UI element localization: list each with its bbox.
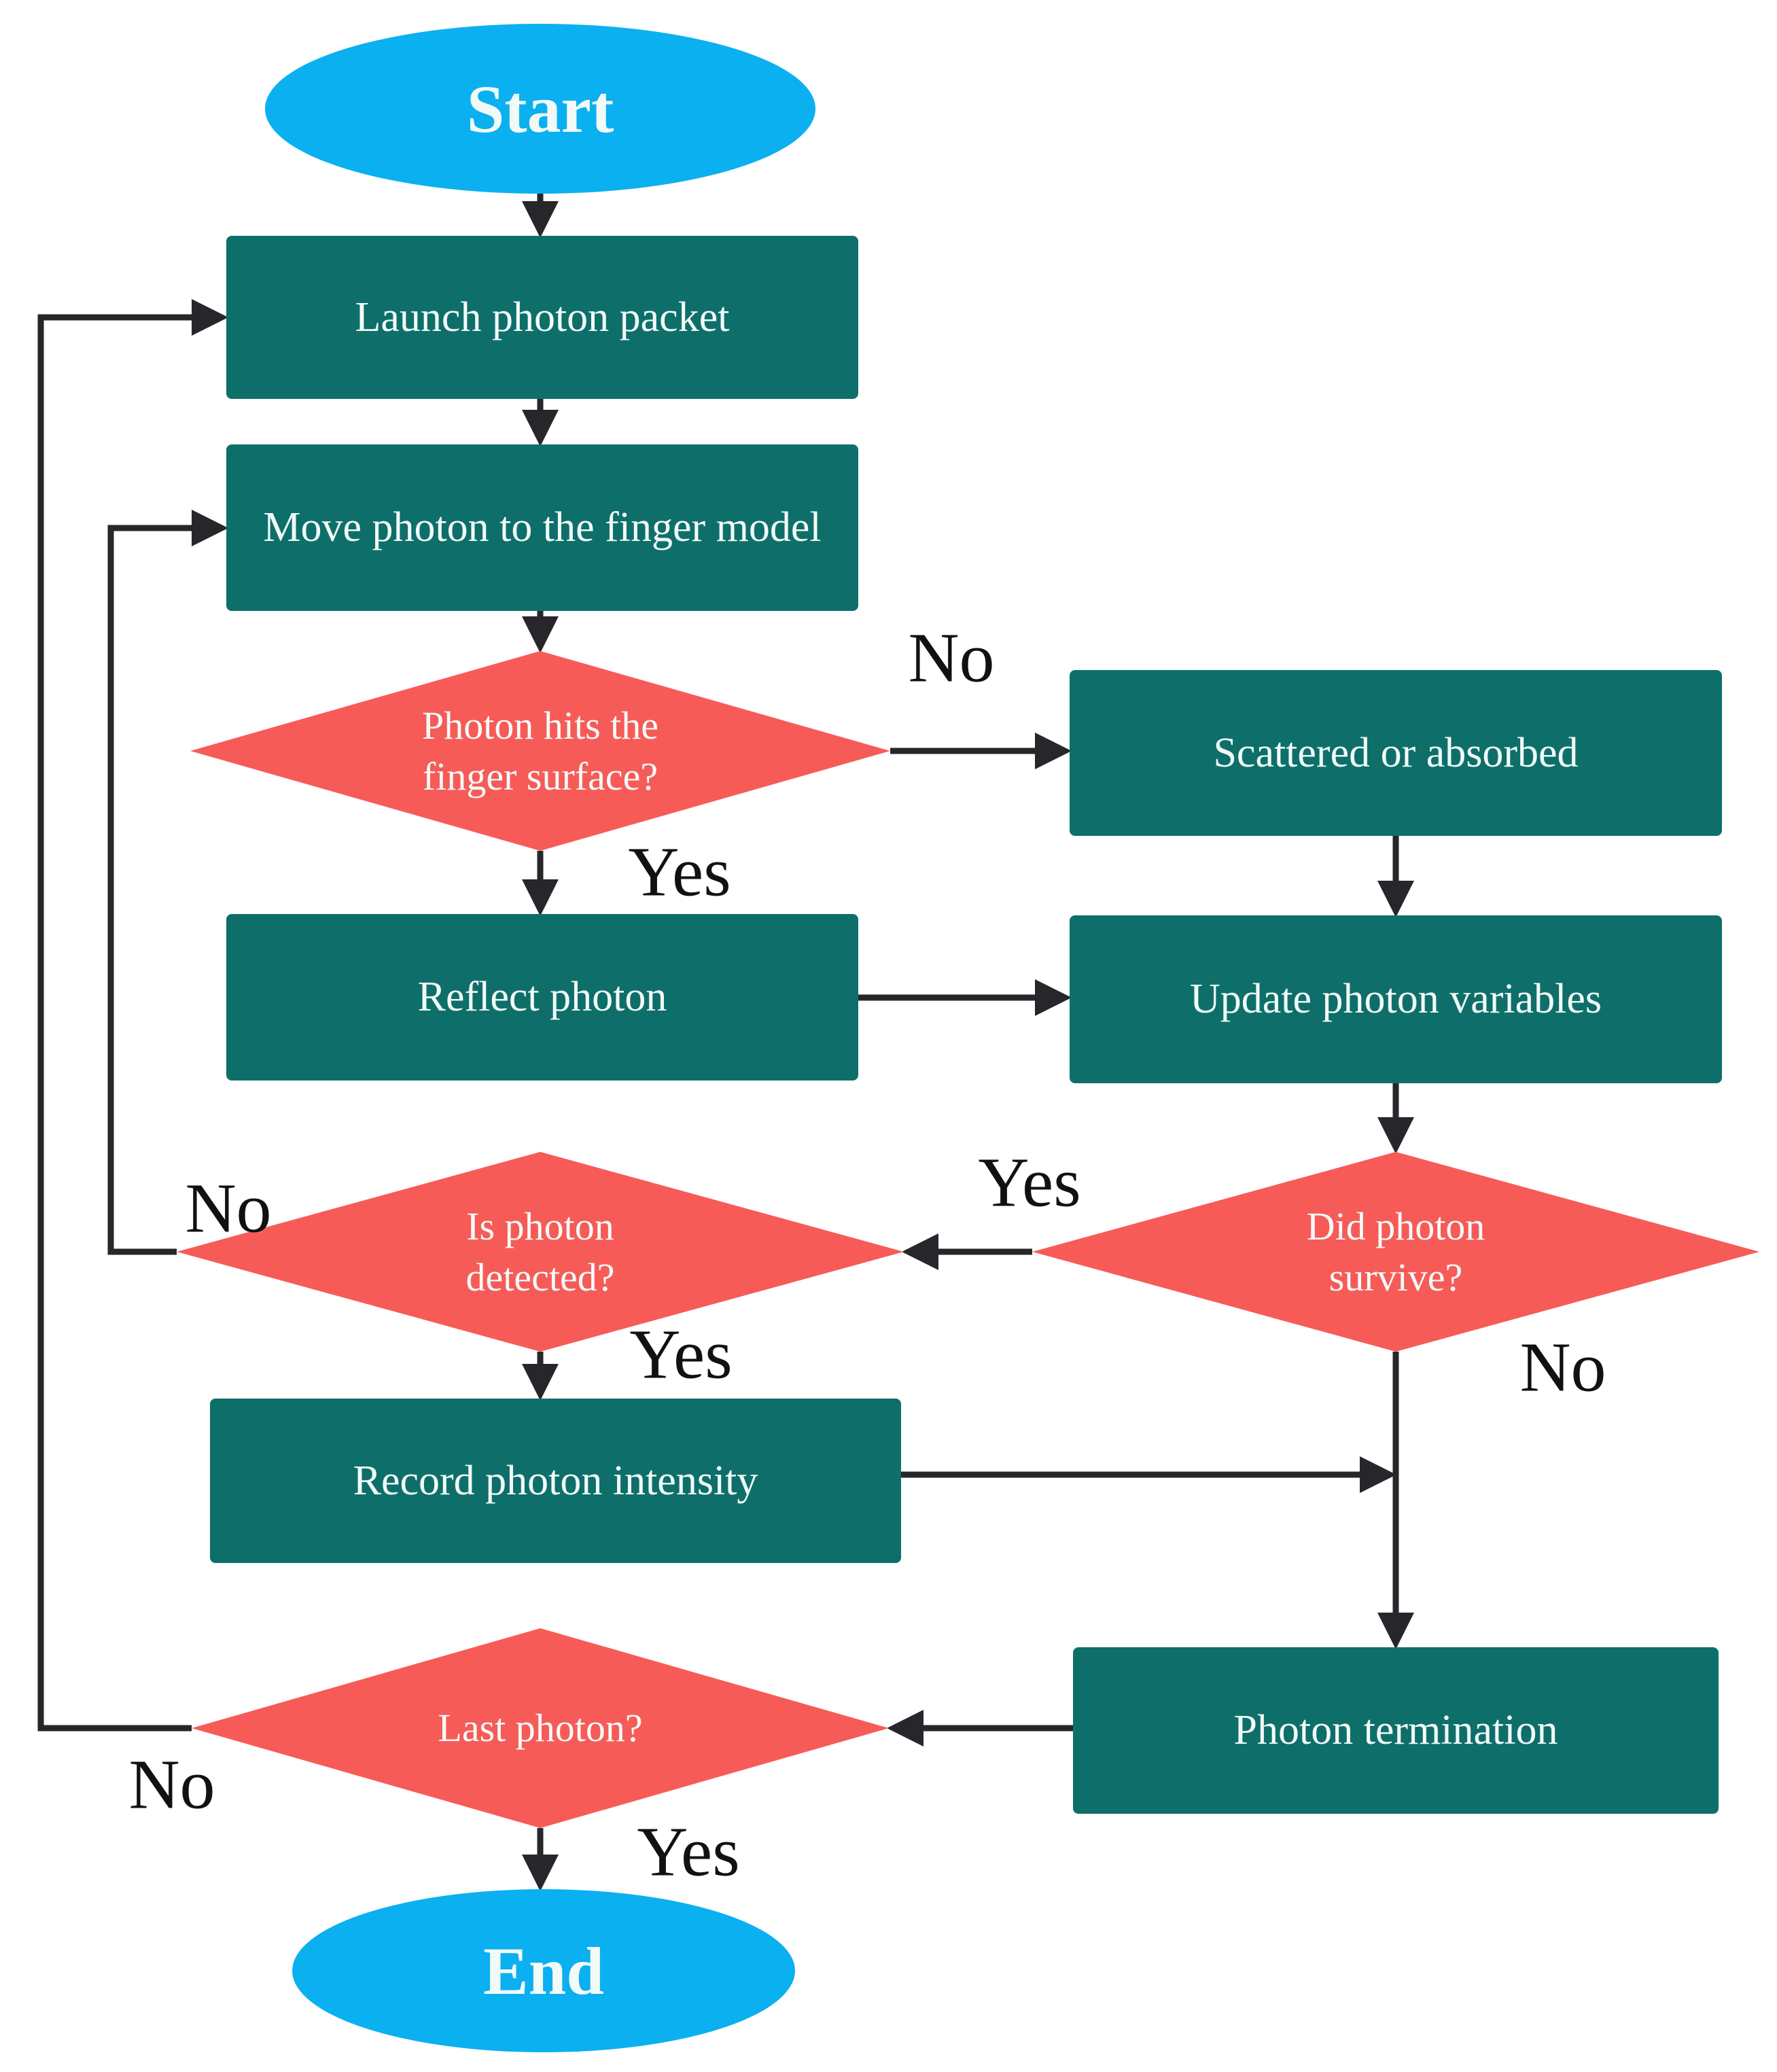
edge-label-detected-yes: Yes (629, 1315, 733, 1394)
edge-label-survive-no: No (1519, 1328, 1606, 1407)
node-label: Is photon detected? (465, 1204, 615, 1299)
edge-last-launch-no (37, 299, 228, 1732)
node-scattered-or-absorbed: Scattered or absorbed (1070, 670, 1722, 836)
node-start: Start (265, 24, 815, 194)
node-update-photon-variables: Update photon variables (1070, 915, 1722, 1083)
node-label: Update photon variables (1189, 976, 1602, 1022)
node-reflect-photon: Reflect photon (226, 914, 858, 1081)
node-label: Reflect photon (417, 974, 667, 1020)
node-move-photon: Move photon to the finger model (226, 444, 858, 611)
node-label: Launch photon packet (355, 294, 730, 340)
edge-label-last-no: No (128, 1745, 215, 1824)
node-label: Move photon to the finger model (263, 504, 822, 550)
edge-label-last-yes: Yes (637, 1812, 740, 1891)
node-label: Start (466, 71, 614, 147)
node-label: Did photon survive? (1306, 1204, 1485, 1299)
edge-label-hits-no: No (908, 618, 995, 697)
node-label: Photon hits the finger surface? (421, 703, 659, 798)
node-end: End (292, 1889, 795, 2052)
edge-label-survive-yes: Yes (978, 1143, 1081, 1222)
node-label: Record photon intensity (353, 1457, 758, 1504)
node-label: Scattered or absorbed (1213, 729, 1579, 776)
node-label: End (483, 1933, 604, 2009)
edge-label-hits-yes: Yes (628, 832, 731, 911)
node-photon-termination: Photon termination (1073, 1647, 1719, 1814)
edge-detected-move-no (107, 510, 228, 1255)
node-launch-photon-packet: Launch photon packet (226, 236, 858, 399)
node-label: Photon termination (1233, 1707, 1558, 1753)
node-label: Last photon? (438, 1706, 643, 1751)
edge-label-detected-no: No (185, 1169, 272, 1248)
node-record-photon-intensity: Record photon intensity (210, 1399, 901, 1563)
